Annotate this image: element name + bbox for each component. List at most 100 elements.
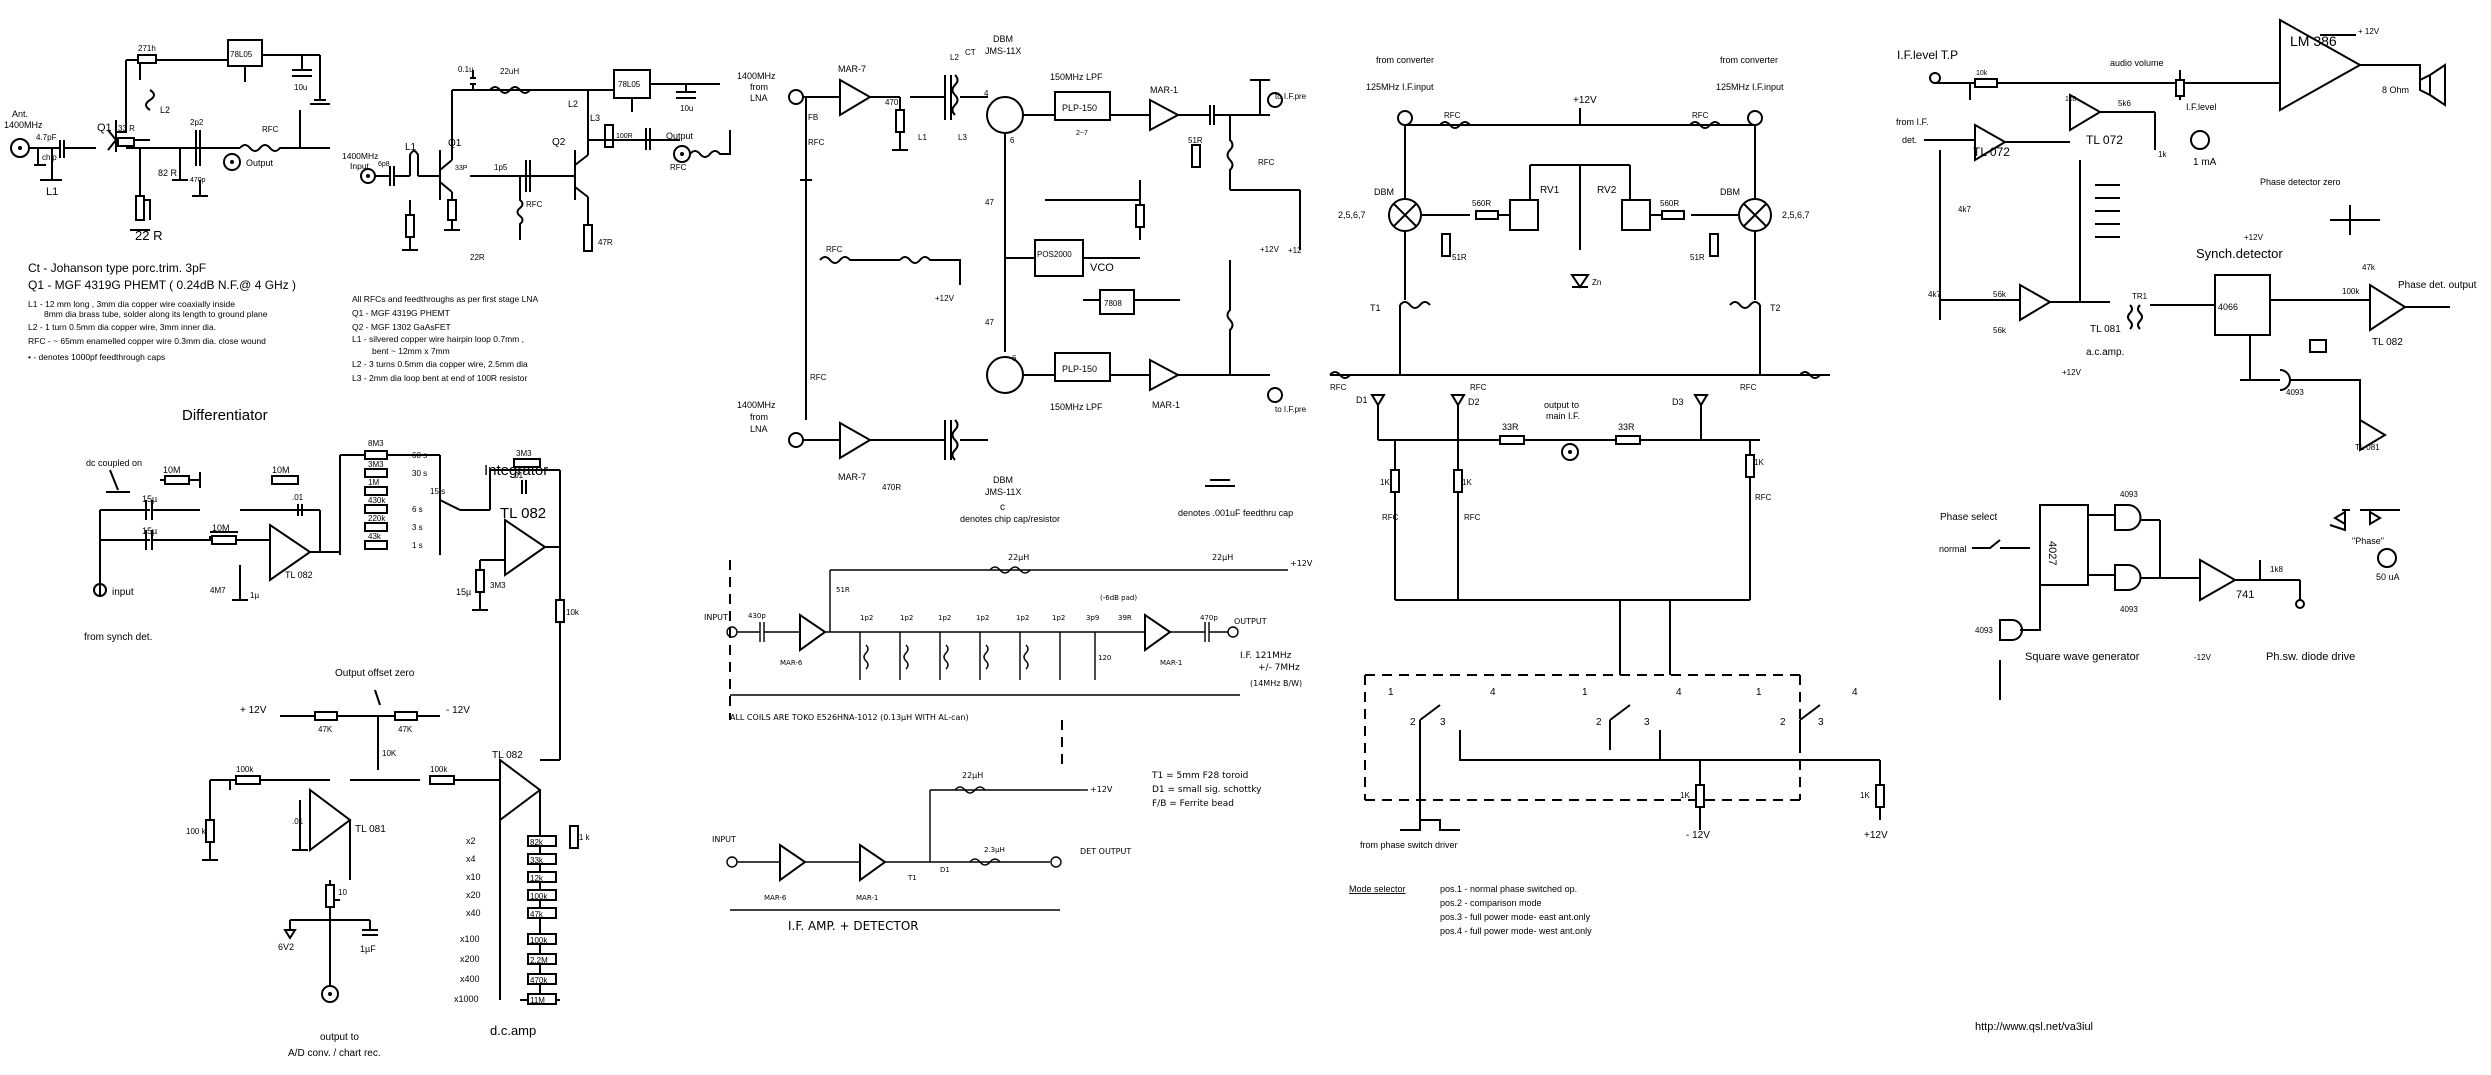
q2-label: Q2 bbox=[552, 137, 566, 148]
cd4093-d: 4093 bbox=[1975, 626, 1993, 635]
pins-ph-2: 2,5,6,7 bbox=[1782, 210, 1810, 220]
speaker-8ohm: 8 Ohm bbox=[2382, 85, 2409, 95]
v12-bot-2: +12V bbox=[1864, 830, 1888, 841]
r1k-ph-4: 1K bbox=[1680, 791, 1690, 800]
lna-stage-1: Ant. 1400MHz 4.7pF chip L1 Q1 33 R 271h … bbox=[4, 39, 330, 362]
input-freq: 1400MHz bbox=[342, 151, 378, 161]
r1k-ph-5: 1K bbox=[1860, 791, 1870, 800]
tc-label: 1 s bbox=[412, 541, 423, 550]
phase-det-out: Phase det. output bbox=[2398, 280, 2477, 291]
r39-if: 39R bbox=[1118, 614, 1132, 622]
v12-det: +12V bbox=[1090, 785, 1113, 794]
from-converter-1b: 125MHz I.F.input bbox=[1366, 82, 1434, 92]
r4k7-r2: 4k7 bbox=[1928, 290, 1941, 299]
mode-selector-title: Mode selector bbox=[1349, 884, 1406, 894]
rfc-mix-left: RFC bbox=[826, 245, 843, 254]
r100r-label: 100R bbox=[616, 133, 633, 140]
note-chip: denotes chip cap/resistor bbox=[960, 514, 1060, 524]
l23uh-det: 2.3μH bbox=[984, 846, 1005, 854]
mar1-if: MAR-1 bbox=[1160, 659, 1182, 667]
tc-res: 8M3 bbox=[368, 439, 384, 448]
r470r-bot: 470R bbox=[882, 483, 901, 492]
note-chip-sym: c bbox=[1000, 502, 1005, 513]
note-line: 8mm dia brass tube, solder along its len… bbox=[44, 309, 268, 319]
reg-7808: 7808 bbox=[1104, 299, 1122, 308]
gain-res: 82k bbox=[530, 838, 544, 847]
note-block-lna1: Ct - Johanson type porc.trim. 3pF Q1 - M… bbox=[28, 261, 296, 362]
v12m-r: -12V bbox=[2194, 653, 2212, 662]
r56k-b: 56k bbox=[1993, 326, 2007, 335]
v12-vco: +12V bbox=[1260, 245, 1280, 254]
if-bw-note: +/- 7MHz bbox=[1258, 663, 1300, 673]
synch-det-title: Synch.detector bbox=[2196, 246, 2283, 261]
v12-if: +12V bbox=[1290, 559, 1313, 568]
cd4093-c: 4093 bbox=[2120, 605, 2138, 614]
note-line: RFC - ~ 65mm enamelled copper wire 0.3mm… bbox=[28, 336, 266, 346]
c2p2-label: 2p2 bbox=[190, 118, 204, 127]
l2-label-2: L2 bbox=[568, 99, 578, 109]
out-main-1: output to bbox=[1544, 400, 1579, 410]
rfc-mid: RFC bbox=[810, 373, 827, 382]
dc-amp-title: d.c.amp bbox=[490, 1023, 536, 1038]
gain-select bbox=[2079, 184, 2120, 290]
l3-label: L3 bbox=[590, 113, 600, 123]
gain-res: 2.2M bbox=[530, 956, 548, 965]
note-line: L3 - 2mm dia loop bent at end of 100R re… bbox=[352, 373, 527, 383]
mar6-det: MAR-6 bbox=[764, 894, 787, 902]
r47r-label: 47R bbox=[598, 238, 613, 247]
d2-ph: D2 bbox=[1468, 397, 1480, 407]
phase-select: Phase select bbox=[1940, 512, 1997, 523]
rfc-ph-6: RFC bbox=[1382, 513, 1399, 522]
d1-ph: D1 bbox=[1356, 395, 1368, 405]
ac-amp-label: a.c.amp. bbox=[2086, 347, 2124, 358]
dc-v12p: + 12V bbox=[240, 705, 267, 716]
meter-1ma: 1 mA bbox=[2193, 157, 2217, 168]
filter-cap: 1p2 bbox=[900, 614, 913, 622]
dbm-bot-label: DBM bbox=[993, 475, 1013, 485]
tl082-r: TL 082 bbox=[2372, 337, 2403, 348]
gain-res: 47k bbox=[530, 910, 544, 919]
gain-step: x4 bbox=[466, 854, 476, 864]
mar1-top: MAR-1 bbox=[1150, 85, 1178, 95]
r470-label: 470 bbox=[885, 98, 899, 107]
r1k-r: 1k bbox=[2158, 150, 2167, 159]
tc-res: 43k bbox=[368, 532, 382, 541]
v12p-r2: +12V bbox=[2062, 368, 2082, 377]
input-top-from: from bbox=[750, 82, 768, 92]
gain-res: 470k bbox=[530, 976, 548, 985]
t2-ph: T2 bbox=[1770, 303, 1781, 313]
rfc-ph-2: RFC bbox=[1692, 111, 1709, 120]
from-psd: from phase switch driver bbox=[1360, 840, 1458, 850]
sw-pos: 3 bbox=[1440, 717, 1446, 728]
sw-pos: 1 bbox=[1388, 687, 1394, 698]
tl081-b: TL 081 bbox=[2355, 443, 2380, 452]
r3m3-int-b: 3M3 bbox=[490, 581, 506, 590]
if-freq-note: I.F. 121MHz bbox=[1240, 651, 1292, 661]
l3-mix-top: L3 bbox=[958, 133, 967, 142]
c10u-label: 10u bbox=[294, 83, 307, 92]
if-level-tp: I.F.level T.P bbox=[1897, 48, 1958, 62]
dbm-bot-part: JMS-11X bbox=[985, 487, 1021, 497]
rfc-mix-top-r: RFC bbox=[1258, 158, 1275, 167]
r11k-dc: 11 k bbox=[575, 833, 591, 842]
tl082-diff: TL 082 bbox=[285, 570, 313, 580]
tc-label: 6 s bbox=[412, 505, 423, 514]
dc-v12m: - 12V bbox=[446, 705, 470, 716]
r10k-r1: 10k bbox=[1976, 70, 1988, 77]
r10k-off: 10K bbox=[382, 749, 397, 758]
dbm-top-label: DBM bbox=[993, 34, 1013, 44]
t1-ph: T1 bbox=[1370, 303, 1381, 313]
title-differentiator: Differentiator bbox=[182, 407, 268, 424]
r10k-int: 10k bbox=[566, 608, 580, 617]
reg-78l05: 78L05 bbox=[230, 50, 253, 59]
gain-switch: x2 x4 x10 x20 x40 x100 x200 x400 x1000 8… bbox=[454, 820, 557, 1005]
r120-if: 120 bbox=[1098, 654, 1111, 662]
pins-ph-1: 2,5,6,7 bbox=[1338, 210, 1366, 220]
if-bw-note2: (14MHz B/W) bbox=[1250, 679, 1302, 688]
from-synch-det: from synch det. bbox=[84, 632, 152, 643]
audio-volume: audio volume bbox=[2110, 58, 2164, 68]
tl082-int: TL 082 bbox=[500, 505, 546, 522]
c1u-diff: 1µ bbox=[250, 591, 259, 600]
c01u-label: 0.1u bbox=[458, 65, 474, 74]
c15u-2: 15µ bbox=[142, 526, 157, 536]
